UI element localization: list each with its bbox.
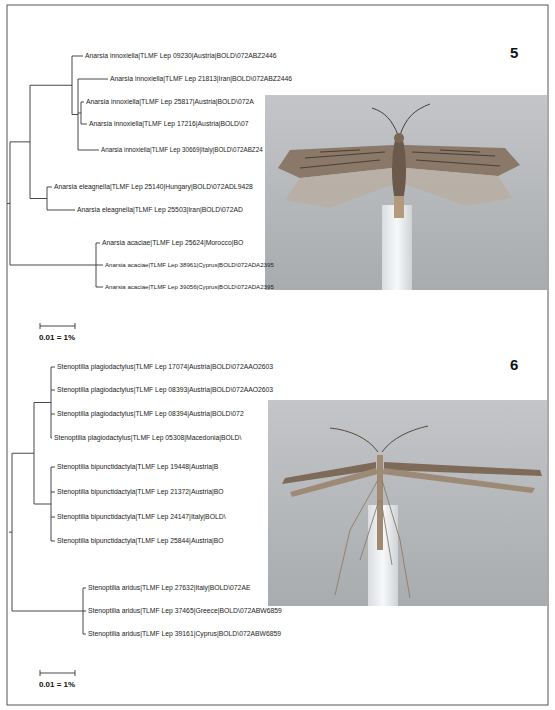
moth-photo [265,95,547,290]
tree-branch [30,198,47,199]
tree-branch [51,390,55,391]
tree-branch [83,634,86,635]
tree-branch [51,414,55,415]
panel-number: 6 [510,356,518,373]
tree-branch [78,79,108,80]
tree-branch [51,367,55,368]
sequence-label: Stenoptilia bipunctidactyla|TLMF Lep 213… [57,488,224,496]
sequence-label: Anarsia acaciae|TLMF Lep 38961|Cyprus|BO… [105,261,274,268]
tree-branch [51,492,55,493]
tree-branch [40,670,41,676]
sequence-label: Stenoptilia bipunctidactyla|TLMF Lep 194… [57,463,218,471]
tree-branch [47,187,52,188]
tree-branch [75,670,76,676]
tree-branch [83,588,86,589]
sequence-label: Stenoptilia plagiodactylus|TLMF Lep 0839… [57,386,273,394]
sequence-label: Anarsia acaciae|TLMF Lep 39056|Cyprus|BO… [105,283,274,290]
sequence-label: Anarsia acaciae|TLMF Lep 25624|Morocco|B… [102,239,243,247]
tree-branch [96,243,100,244]
sequence-label: Stenoptilia aridus|TLMF Lep 39161|Cyprus… [88,630,281,638]
tree-branch [9,532,12,533]
tree-branch [40,323,41,329]
tree-branch [10,141,30,142]
tree-branch [81,124,87,125]
sequence-label: Anarsia innoxiella|TLMF Lep 25817|Austri… [86,98,254,106]
scale-label: 0.01 = 1% [39,333,75,342]
tree-branch [51,438,52,439]
figure-frame [7,5,548,705]
sequence-label: Stenoptilia aridus|TLMF Lep 27632|Italy|… [88,584,250,592]
sequence-label: Stenoptilia plagiodactylus|TLMF Lep 1707… [57,363,273,371]
scale-label: 0.01 = 1% [39,680,75,689]
sequence-label: Stenoptilia bipunctidactyla|TLMF Lep 241… [57,513,226,521]
tree-branch [40,673,75,674]
sequence-label: Anarsia innoxiella|TLMF Lep 30669|Italy|… [101,146,263,153]
tree-branch [83,611,86,612]
sequence-label: Stenoptilia plagiodactylus|TLMF Lep 0530… [54,434,241,442]
sequence-label: Anarsia innoxiella|TLMF Lep 17216|Austri… [89,120,248,128]
tree-branch [47,210,75,211]
tree-branch [96,287,103,288]
sequence-label: Stenoptilia plagiodactylus|TLMF Lep 0839… [57,410,244,418]
tree-branch [34,504,51,505]
tree-branch [81,102,84,103]
tree-branch [7,203,10,204]
tree-branch [78,113,81,114]
sequence-label: Anarsia eleagnella|TLMF Lep 25503|Iran|B… [77,206,243,214]
tree-branch [51,517,55,518]
moth-photo [268,400,547,606]
sequence-label: Anarsia innoxiella|TLMF Lep 09230|Austri… [85,52,277,60]
tree-branch [40,326,75,327]
tree-branch [10,265,96,266]
tree-branch [51,541,55,542]
tree-branch [51,467,55,468]
tree-branch [75,323,76,329]
tree-branch [72,114,78,115]
tree-branch [30,85,72,86]
tree-branch [12,611,83,612]
panel-number: 5 [510,44,518,61]
sequence-label: Anarsia eleagnella|TLMF Lep 25140|Hungar… [54,183,253,191]
tree-branch [34,402,51,403]
sequence-label: Stenoptilia aridus|TLMF Lep 37465|Greece… [88,607,282,615]
sequence-label: Anarsia innoxiella|TLMF Lep 21813|Iran|B… [110,75,292,83]
tree-branch [72,56,83,57]
sequence-label: Stenoptilia bipunctidactyla|TLMF Lep 258… [57,537,224,545]
tree-branch [78,150,99,151]
tree-branch [96,265,103,266]
tree-branch [12,453,34,454]
